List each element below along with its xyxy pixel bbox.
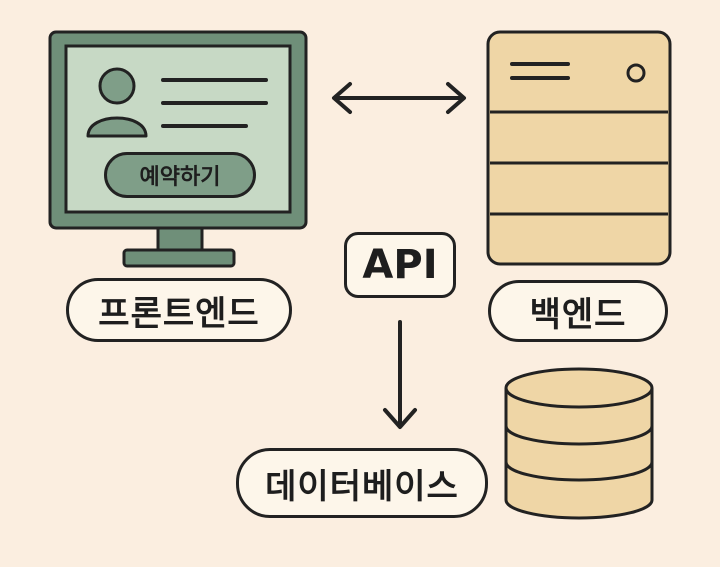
api-label: API (344, 232, 456, 298)
server-icon (486, 30, 672, 266)
backend-label: 백엔드 (488, 280, 668, 342)
monitor-icon (48, 30, 308, 268)
database-label: 데이터베이스 (236, 448, 488, 518)
reserve-button[interactable]: 예약하기 (104, 152, 256, 198)
screen-text-lines (161, 78, 268, 128)
down-arrow-icon (383, 320, 417, 429)
user-avatar-icon (86, 67, 148, 138)
bidirectional-arrow-icon (332, 82, 466, 114)
frontend-label: 프론트엔드 (66, 278, 292, 342)
database-icon (504, 367, 654, 520)
